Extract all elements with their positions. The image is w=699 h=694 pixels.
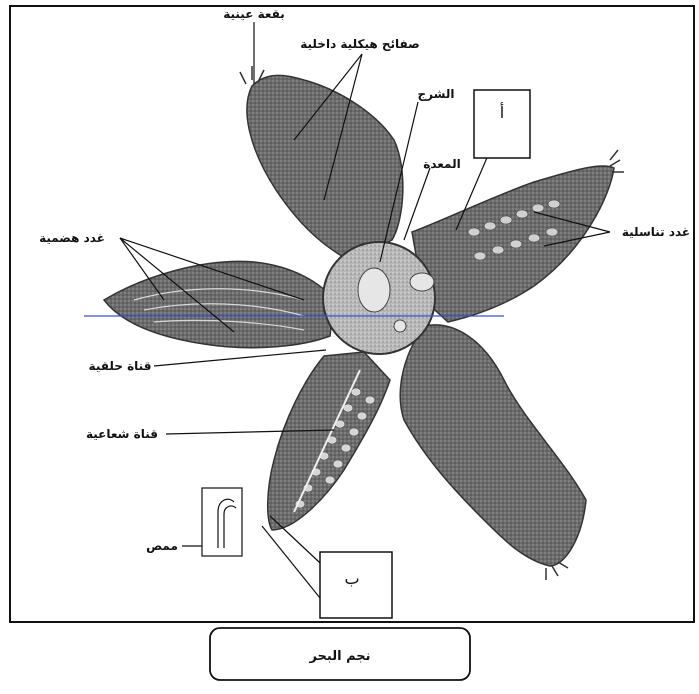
label-digestive-glands: غدد هضمية: [39, 231, 105, 245]
box-b-letter: ب: [344, 569, 359, 588]
box-a-letter: أ: [500, 102, 504, 122]
tube-foot-inset: [202, 488, 242, 556]
label-tube-foot: ممص: [146, 539, 178, 553]
starfish-body: [104, 66, 624, 580]
caption-text: نجم البحر: [308, 649, 370, 664]
arm-lower-right: [400, 325, 586, 566]
label-eye-spot: بقعة عينية: [223, 7, 285, 21]
arm-left: [104, 261, 334, 347]
starfish-diagram: أ ب بقعة عينية صفائح هيكلية داخلية الشرج…: [4, 0, 696, 690]
diagram-frame: أ ب بقعة عينية صفائح هيكلية داخلية الشرج…: [4, 0, 696, 690]
label-anus: الشرج: [418, 87, 455, 101]
arm-upper-left: [247, 75, 403, 262]
label-ring-canal: قناة حلقية: [89, 359, 152, 373]
label-gonads: غدد تناسلية: [622, 225, 690, 239]
label-radial-canal: قناة شعاعية: [86, 427, 158, 441]
label-skeletal-plates: صفائح هيكلية داخلية: [300, 37, 420, 51]
label-stomach: المعدة: [423, 157, 460, 171]
box-a: [474, 90, 530, 158]
